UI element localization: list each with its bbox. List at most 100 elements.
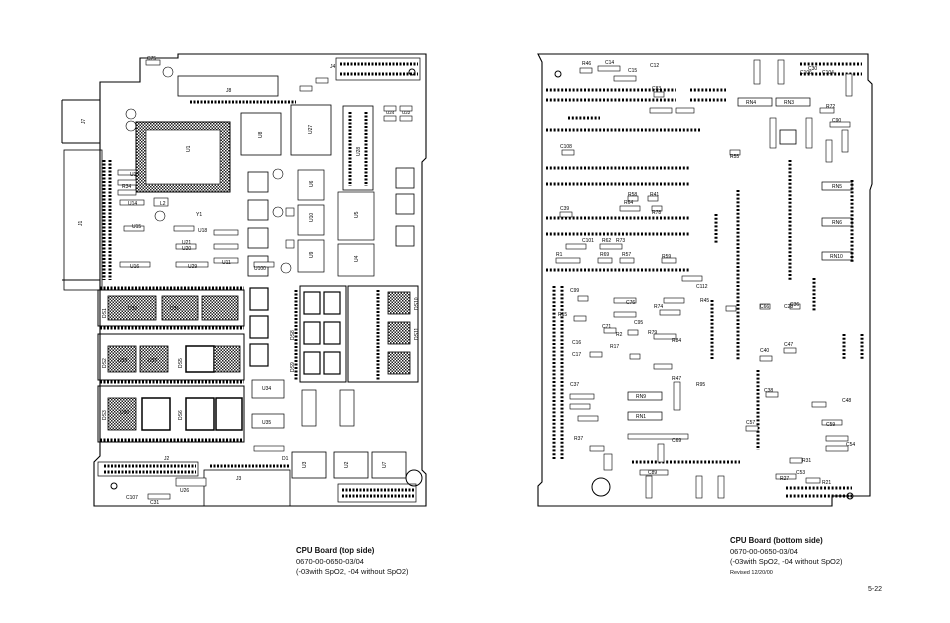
top-pin-rows [100, 62, 418, 498]
j4-header [335, 57, 421, 81]
label-c31: C31 [150, 500, 159, 506]
label-c106: C106 [800, 70, 812, 76]
label-r69: R69 [600, 252, 609, 258]
label-c14: C14 [605, 60, 614, 66]
page-number: 5-22 [868, 586, 883, 593]
label-c28: C28 [784, 304, 793, 310]
u9-chip [297, 239, 325, 273]
u7-chip [371, 451, 407, 479]
bottom-side-board [537, 53, 873, 507]
bottom-caption-title: CPU Board (bottom side) [730, 536, 823, 545]
label-c57: C57 [746, 420, 755, 426]
label-r73: R73 [616, 238, 625, 244]
label-c101: C101 [582, 238, 594, 244]
label-c59: C59 [826, 422, 835, 428]
label-r37: R37 [574, 436, 583, 442]
label-ds1: DS1 [102, 308, 108, 318]
label-c95: C95 [634, 320, 643, 326]
label-u14: U14 [128, 201, 137, 207]
label-u6: U6 [309, 180, 315, 187]
label-u31: U31 [170, 306, 179, 312]
label-u27: U27 [308, 125, 314, 134]
label-r31: R31 [802, 458, 811, 464]
bottom-caption-note: (-03with SpO2, -04 without SpO2) [730, 557, 843, 566]
bottom-caption-revised: Revised 12/20/00 [730, 569, 773, 576]
label-u2: U2 [344, 461, 350, 468]
label-r21: R21 [822, 480, 831, 486]
label-j7: J7 [81, 119, 87, 125]
label-rn5: RN5 [832, 184, 842, 190]
label-c71: C71 [602, 324, 611, 330]
label-rn6: RN6 [832, 220, 842, 226]
label-c83: C83 [652, 86, 661, 92]
label-u9: U9 [309, 251, 315, 258]
label-u29: U29 [188, 264, 197, 270]
label-j3: J3 [236, 476, 242, 482]
label-c53: C53 [796, 470, 805, 476]
label-r58: R58 [628, 192, 637, 198]
label-c30: C30 [808, 66, 817, 72]
label-c12: C12 [650, 63, 659, 69]
label-r57: R57 [622, 252, 631, 258]
label-u100: U100 [254, 266, 266, 272]
label-u16: U16 [130, 264, 139, 270]
label-ds3: DS3 [102, 410, 108, 420]
u6-chip [297, 169, 325, 201]
label-c39: C39 [560, 206, 569, 212]
label-r84: R84 [672, 338, 681, 344]
label-r15: R15 [558, 312, 567, 318]
u28-chip [342, 105, 374, 191]
label-c17: C17 [572, 352, 581, 358]
top-side-board [61, 53, 427, 507]
u34-chip [251, 379, 285, 399]
bottom-board-labels: R46 C14 C12 C15 C83 C106 C104 RN4 RN3 R7… [556, 60, 855, 486]
label-r55: R55 [730, 154, 739, 160]
label-c36: C36 [790, 302, 799, 308]
digit-displays [97, 285, 419, 443]
label-u13: U13 [130, 172, 139, 178]
label-ds11: DS11 [414, 328, 420, 340]
label-u34: U34 [262, 386, 271, 392]
label-c38: C38 [764, 388, 773, 394]
label-u5: U5 [354, 211, 360, 218]
label-r46: R46 [582, 61, 591, 67]
bottom-caption-part: 0670-00-0650-03/04 [730, 546, 798, 556]
u4-chip [337, 243, 375, 277]
u35-chip [251, 413, 285, 429]
label-u30: U30 [120, 410, 129, 416]
label-c104: C104 [822, 70, 834, 76]
label-u36: U39 [118, 358, 127, 364]
label-r78: R78 [652, 210, 661, 216]
label-r62: R62 [602, 238, 611, 244]
label-j8: J8 [226, 88, 232, 94]
label-u7: U7 [382, 461, 388, 468]
label-c37: C37 [570, 382, 579, 388]
u10-chip [297, 204, 325, 236]
label-ds5: DS5 [178, 358, 184, 368]
label-u15: U15 [132, 224, 141, 230]
label-ds9: DS9 [290, 362, 296, 372]
label-r34: R34 [122, 184, 131, 190]
label-c76: C76 [626, 300, 635, 306]
label-r79: R79 [648, 330, 657, 336]
label-u11: U11 [222, 260, 231, 266]
label-u35: U35 [262, 420, 271, 426]
j1-connector [63, 149, 103, 291]
label-j4: J4 [330, 64, 336, 70]
label-u3: U3 [302, 461, 308, 468]
seven-segment-digits [249, 287, 341, 375]
label-rn3: RN3 [784, 100, 794, 106]
label-c47: C47 [784, 342, 793, 348]
label-r2: R2 [616, 332, 623, 338]
label-c75: C75 [147, 56, 156, 62]
label-r17: R17 [610, 344, 619, 350]
label-r74: R74 [654, 304, 663, 310]
label-y1: Y1 [196, 212, 202, 218]
label-c112: C112 [696, 284, 708, 290]
label-l2: L2 [160, 201, 166, 207]
label-c90: C90 [832, 118, 841, 124]
label-c15: C15 [628, 68, 637, 74]
top-board-outline [93, 53, 427, 507]
label-c107: C107 [126, 495, 138, 501]
